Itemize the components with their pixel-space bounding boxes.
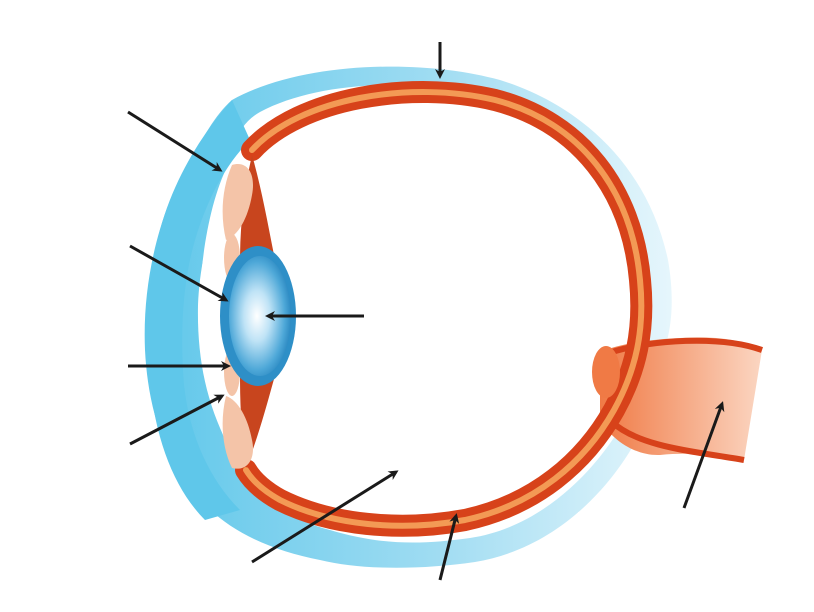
label-box-lens (366, 286, 552, 342)
label-box-optic-nerve (578, 512, 718, 572)
optic-disc (592, 346, 620, 398)
label-box-vitreous (140, 548, 268, 592)
